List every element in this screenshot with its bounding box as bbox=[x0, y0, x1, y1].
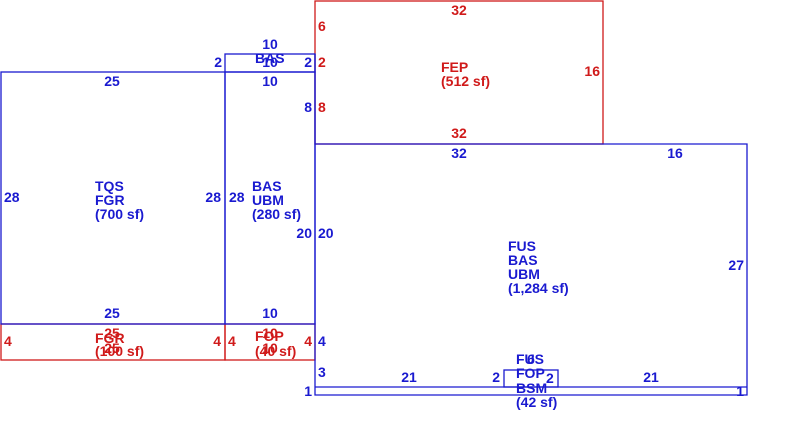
bas-ubm-right-dim: 20 bbox=[296, 225, 312, 241]
fop-left-dim: 4 bbox=[228, 333, 236, 349]
bas-label: BAS bbox=[252, 178, 282, 194]
fop-top-dim: 10 bbox=[262, 325, 278, 341]
fgr-small-right-dim: 4 bbox=[213, 333, 221, 349]
fus-bas-label: BAS bbox=[508, 252, 538, 268]
strip-end-right-dim: 1 bbox=[736, 383, 744, 399]
fgr-label: FGR bbox=[95, 192, 125, 208]
fus-left-dim-3: 3 bbox=[318, 364, 326, 380]
strip-end-left-dim: 1 bbox=[304, 383, 312, 399]
bas-small-label: BAS bbox=[255, 50, 285, 66]
fus-ubm-label: UBM bbox=[508, 266, 540, 282]
bas-ubm-top-dim: 10 bbox=[262, 73, 278, 89]
fus-small-bsm-label: BSM bbox=[516, 380, 547, 396]
fus-top-dim-16: 16 bbox=[667, 145, 683, 161]
fgr-small-left-dim: 4 bbox=[4, 333, 12, 349]
bas-ubm-bottom-dim: 10 bbox=[262, 305, 278, 321]
fgr-small-area-label: (100 sf) bbox=[95, 343, 144, 359]
fus-small-top-dim: 6 bbox=[527, 351, 535, 367]
fus-main-label: FUS bbox=[508, 238, 536, 254]
bas-ubm-left-dim: 28 bbox=[229, 189, 245, 205]
fus-main-outline bbox=[314, 54, 748, 396]
fus-small-fop-label: FOP bbox=[516, 365, 545, 381]
fop-area-label: (40 sf) bbox=[255, 343, 296, 359]
fop-bottom-dim: 10 bbox=[262, 340, 278, 356]
tqs-left-dim: 28 bbox=[4, 189, 20, 205]
fep-top-dim: 32 bbox=[451, 2, 467, 18]
fus-left-dim-20: 20 bbox=[318, 225, 334, 241]
fep-left-dim-8: 8 bbox=[318, 99, 326, 115]
fus-left-dim-4: 4 bbox=[318, 333, 326, 349]
strip-left-dim: 21 bbox=[401, 369, 417, 385]
fep-right-dim: 16 bbox=[584, 63, 600, 79]
bas-small-bottom-dim: 10 bbox=[262, 54, 278, 70]
strip-right-dim: 21 bbox=[643, 369, 659, 385]
fgr-small-label: FGR bbox=[95, 330, 125, 346]
tqs-top-dim: 25 bbox=[104, 73, 120, 89]
fus-small-side-dim: 2 bbox=[546, 370, 554, 386]
fep-left-dim-6: 6 bbox=[318, 18, 326, 34]
fus-left-dim-8: 8 bbox=[304, 99, 312, 115]
tqs-area-label: (700 sf) bbox=[95, 206, 144, 222]
tqs-right-dim: 28 bbox=[205, 189, 221, 205]
strip-mid-dim: 2 bbox=[492, 369, 500, 385]
fus-main-area-label: (1,284 sf) bbox=[508, 280, 569, 296]
fus-small-outline bbox=[503, 369, 559, 388]
bas-small-right-dim: 2 bbox=[304, 54, 312, 70]
fep-bottom-dim: 32 bbox=[451, 125, 467, 141]
fep-left-dim-2: 2 bbox=[318, 54, 326, 70]
fep-area-label: (512 sf) bbox=[441, 73, 490, 89]
fop-label: FOP bbox=[255, 328, 284, 344]
tqs-label: TQS bbox=[95, 178, 124, 194]
fep-label: FEP bbox=[441, 59, 468, 75]
fus-small-area-label: (42 sf) bbox=[516, 394, 557, 410]
bas-ubm-area-label: (280 sf) bbox=[252, 206, 301, 222]
bas-small-left-dim: 2 bbox=[214, 54, 222, 70]
fop-right-dim: 4 bbox=[304, 333, 312, 349]
bas-small-top-dim: 10 bbox=[262, 36, 278, 52]
tqs-bottom-dim: 25 bbox=[104, 305, 120, 321]
fus-right-dim: 27 bbox=[728, 257, 744, 273]
fgr-small-bottom-dim: 25 bbox=[104, 340, 120, 356]
fus-top-dim-32: 32 bbox=[451, 145, 467, 161]
ubm-label: UBM bbox=[252, 192, 284, 208]
fus-small-label: FUS bbox=[516, 351, 544, 367]
fgr-small-top-dim: 25 bbox=[104, 325, 120, 341]
